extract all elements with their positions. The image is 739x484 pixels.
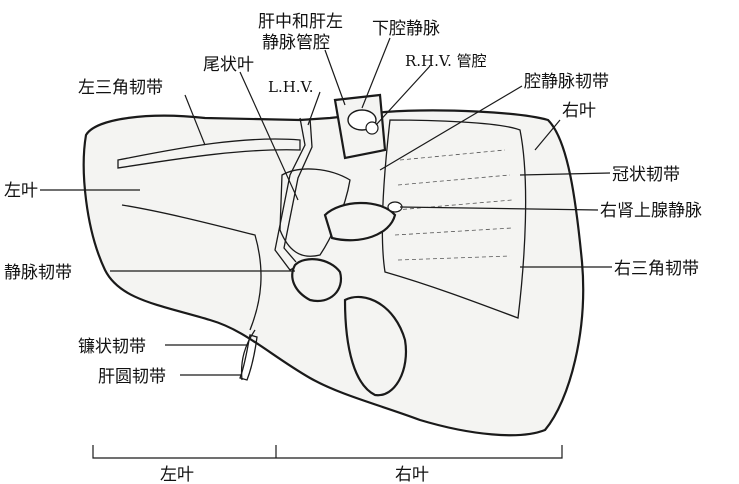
label-left-triangular: 左三角韧带 xyxy=(78,78,163,98)
label-venous-ligament: 静脉韧带 xyxy=(4,263,72,283)
bottom-bracket xyxy=(93,445,562,458)
leader-lhv-trunk xyxy=(325,50,345,105)
label-left-lobe-side: 左叶 xyxy=(4,181,38,201)
label-ivc: 下腔静脉 xyxy=(372,19,440,39)
label-caudate-lobe: 尾状叶 xyxy=(203,55,254,75)
adrenal-vein-stub xyxy=(388,202,402,212)
label-right-adrenal-vein: 右肾上腺静脉 xyxy=(600,201,702,221)
rhv-lumen-circle xyxy=(366,122,378,134)
label-right-triangular: 右三角韧带 xyxy=(614,259,699,279)
label-lhv-rhv-trunk-2: 静脉管腔 xyxy=(262,33,330,53)
label-coronary: 冠状韧带 xyxy=(612,165,680,185)
label-caval-ligament: 腔静脉韧带 xyxy=(524,72,609,92)
label-round-ligament: 肝圆韧带 xyxy=(98,367,166,387)
label-lhv: L.H.V. xyxy=(268,78,314,96)
label-bottom-left-lobe: 左叶 xyxy=(160,465,194,484)
label-bottom-right-lobe: 右叶 xyxy=(395,465,429,484)
label-rhv-lumen: R.H.V. 管腔 xyxy=(405,52,487,70)
label-right-lobe-top: 右叶 xyxy=(562,101,596,121)
label-falciform: 镰状韧带 xyxy=(78,337,146,357)
label-lhv-rhv-trunk-1: 肝中和肝左 xyxy=(258,12,343,32)
